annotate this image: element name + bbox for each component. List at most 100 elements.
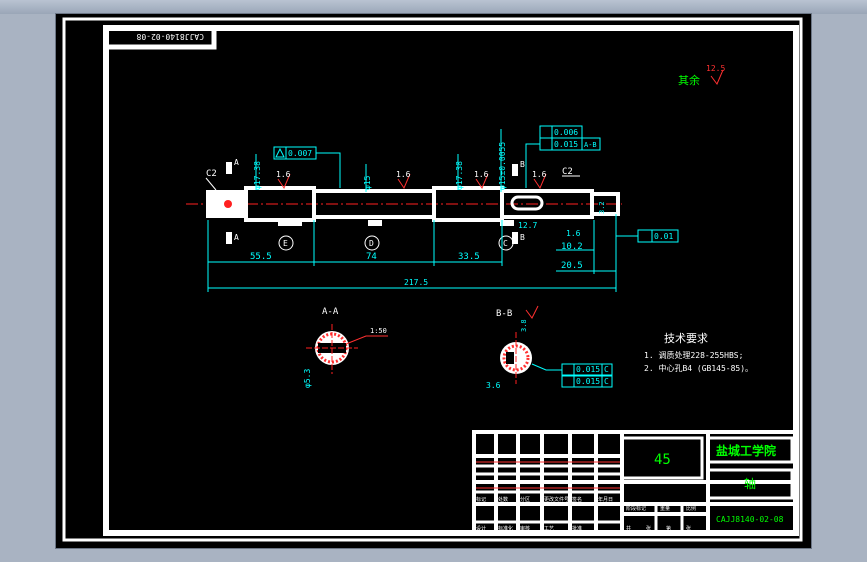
tol-frame-1: 0.007 — [273, 146, 341, 188]
tol-frame-4-box — [651, 229, 679, 243]
tol-frame-4-leader — [615, 214, 638, 237]
tb-cell-label: 分区 — [520, 496, 530, 503]
window-top-bar — [0, 0, 867, 14]
roughness-symbol-4 — [533, 173, 547, 190]
tol-frame-5-value: 0.015 — [576, 365, 600, 374]
roughness-symbols — [277, 173, 547, 190]
tb-part-box — [706, 468, 794, 500]
section-bb — [500, 332, 532, 384]
tol-frame-3-value: 0.015 — [554, 140, 578, 149]
section-marker-a-top — [226, 162, 232, 174]
tb-cell-label: 更改文件号 — [544, 496, 569, 503]
title-block-cells: 标记处数分区更改文件号签名年月日设计标准化阶段标记重量比例审核工艺批准共张第张 — [476, 496, 696, 532]
inner-frame — [103, 25, 799, 536]
tb-cell-label: 张 — [686, 525, 691, 532]
chamfer-left: C2 — [206, 169, 217, 179]
cad-viewport[interactable]: CAJJ8140-02-08 其余 12.5 A A B B C2 C2 φ17 — [56, 14, 811, 548]
datum-circles — [278, 235, 514, 251]
datum-d: D — [369, 239, 374, 248]
tol-frame-3-sym — [539, 137, 553, 151]
tol-frame-2-value: 0.006 — [554, 128, 578, 137]
dia-3: φ17.38 — [455, 161, 464, 190]
section-marker-b-bottom — [512, 232, 518, 244]
shaft-right-end — [590, 192, 620, 216]
section-marker-b-top — [512, 164, 518, 176]
tb-cell-label: 工艺 — [544, 526, 554, 532]
shaft — [186, 162, 622, 244]
tol-frame-4-value: 0.01 — [654, 232, 673, 241]
tol-frame-1-leader — [316, 152, 341, 188]
tb-cell-label: 第 — [666, 525, 671, 532]
rough-b: 1.6 — [396, 170, 411, 179]
chamfer-left-leader — [205, 177, 217, 191]
tb-cell-label: 签名 — [572, 496, 582, 503]
tol-frame-5-sym — [561, 363, 575, 376]
tb-school: 盐城工学院 — [716, 443, 776, 458]
tol-frame-2-leader — [525, 143, 540, 188]
tol-frame-6-sym — [561, 375, 575, 388]
roughness-symbol-bb — [525, 305, 539, 319]
dia-5: φ5.3 — [303, 369, 312, 388]
shaft-tab-1 — [278, 220, 302, 226]
roughness-symbol-1 — [277, 173, 291, 190]
dim-r1: 20.5 — [561, 261, 583, 271]
tb-drawing-no: CAJJ8140-02-08 — [716, 515, 784, 524]
tol-frame-6-reference: C — [604, 377, 609, 386]
section-aa-label: A-A — [322, 307, 339, 317]
datum-e-circle — [278, 235, 294, 251]
tol-frame-5: 0.015 C 0.015 C — [531, 363, 613, 388]
center-hole-left — [224, 200, 232, 208]
shaft-tab-2 — [368, 220, 382, 226]
dim-r3: 1.6 — [566, 229, 581, 238]
tol-frame-4-sym — [637, 229, 653, 243]
marker-a-bottom: A — [234, 233, 239, 242]
dim-d1: 55.5 — [250, 252, 272, 262]
slope-leader — [345, 335, 388, 345]
bb-width: 3.6 — [486, 381, 501, 390]
datum-d-circle — [364, 235, 380, 251]
dim-total: 217.5 — [404, 278, 428, 287]
tol-frame-2: 0.006 0.015 A-B — [525, 125, 601, 188]
dia-1: φ17.38 — [253, 161, 262, 190]
tech-req-2: 2. 中心孔B4 (GB145-85)。 — [644, 363, 753, 373]
dim-d2: 74 — [366, 252, 377, 262]
tb-cell-label: 标记 — [476, 496, 486, 503]
dim-d3: 33.5 — [458, 252, 480, 262]
dia-2: φ15 — [363, 175, 372, 190]
tol-frame-4: 0.01 — [615, 214, 679, 243]
tol-frame-5-reference: C — [604, 365, 609, 374]
tol-frame-2-sym — [539, 125, 553, 139]
tol-frame-1-value: 0.007 — [288, 149, 312, 158]
keyway — [510, 195, 544, 211]
tb-cell-label: 批准 — [572, 525, 582, 532]
corner-code: CAJJ8140-02-08 — [136, 32, 204, 41]
corner-code-box — [103, 25, 217, 50]
chamfer-right: C2 — [562, 167, 573, 177]
tb-material-box — [620, 436, 704, 480]
tol-frame-5-leader — [531, 363, 562, 371]
section-marker-a-bottom — [226, 232, 232, 244]
section-aa — [306, 324, 388, 374]
tb-cell-label: 张 — [646, 525, 651, 532]
section-bb-label: B-B — [496, 309, 512, 319]
tb-cell-label: 比例 — [686, 505, 696, 512]
tb-cell-label: 处数 — [498, 496, 508, 503]
tb-cell-label: 设计 — [476, 525, 486, 532]
tb-material: 45 — [654, 452, 671, 468]
section-bb-keyway — [506, 352, 514, 364]
tb-school-box — [706, 436, 794, 464]
roughness-symbol-2 — [397, 173, 411, 190]
dim-r2: 10.2 — [561, 242, 583, 252]
tb-cell-label: 共 — [626, 525, 631, 532]
dia-4: φ15±0.0055 — [498, 142, 507, 190]
marker-a-top: A — [234, 158, 239, 167]
outer-frame — [62, 17, 803, 542]
tol-frame-3-reference: A-B — [584, 141, 597, 149]
bb-depth: 3.8 — [520, 319, 528, 332]
slope-label: 1:50 — [370, 327, 387, 335]
shaft-tab-3 — [500, 220, 514, 226]
rough-a: 1.6 — [276, 170, 291, 179]
key-length: 12.7 — [518, 221, 537, 230]
roughness-symbol-main — [710, 69, 724, 85]
marker-b-top: B — [520, 160, 525, 169]
